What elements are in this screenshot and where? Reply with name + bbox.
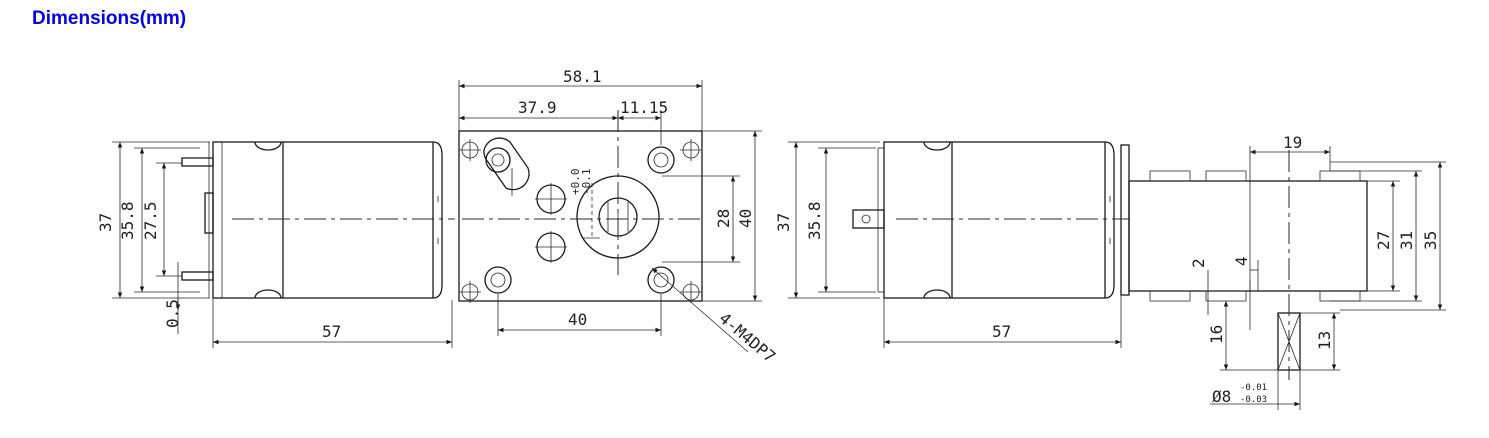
dim-gear-40-v: 40 <box>736 209 755 228</box>
dim-gear-37-9: 37.9 <box>518 98 557 117</box>
dim-gear-58-1: 58.1 <box>563 67 602 86</box>
dim-right-31: 31 <box>1397 231 1416 250</box>
dim-gear-11-15: 11.15 <box>620 98 668 117</box>
dim-right-4: 4 <box>1232 256 1251 266</box>
dim-gear-40-h: 40 <box>568 310 587 329</box>
dim-right-57: 57 <box>992 322 1011 341</box>
dim-left-35-8: 35.8 <box>118 201 137 240</box>
dim-right-35-8: 35.8 <box>805 201 824 240</box>
dim-right-shaft-tol-upper: -0.01 <box>1240 383 1267 393</box>
left-motor-view: 37 35.8 27.5 0.5 57 <box>96 141 455 348</box>
dim-left-0-5: 0.5 <box>163 299 182 328</box>
dim-gear-hole-spec: 4-M4DP7 <box>715 309 779 367</box>
dim-left-57: 57 <box>322 322 341 341</box>
dimensions-heading: Dimensions(mm) <box>32 8 187 29</box>
dim-gear-28: 28 <box>714 209 733 228</box>
dim-right-shaft-tol-lower: -0.03 <box>1240 395 1267 405</box>
dim-right-19: 19 <box>1283 133 1302 152</box>
dim-right-16: 16 <box>1207 325 1226 344</box>
right-side-view: 37 35.8 57 19 27 31 35 2 4 <box>774 133 1446 410</box>
dim-right-27: 27 <box>1374 231 1393 250</box>
dim-right-35: 35 <box>1421 231 1440 250</box>
dim-left-37: 37 <box>96 213 115 232</box>
dim-right-shaft-dia: Ø8 <box>1212 387 1231 406</box>
dim-left-27-5: 27.5 <box>141 201 160 240</box>
dim-right-37: 37 <box>774 213 793 232</box>
tol-upper: +0.0 <box>569 169 582 196</box>
gearbox-front-view: 58.1 37.9 11.15 +0.0 -0.1 28 40 40 4-M4D… <box>458 67 779 367</box>
dim-right-13: 13 <box>1315 331 1334 350</box>
tol-lower: -0.1 <box>580 169 593 196</box>
dim-right-2: 2 <box>1189 258 1208 268</box>
